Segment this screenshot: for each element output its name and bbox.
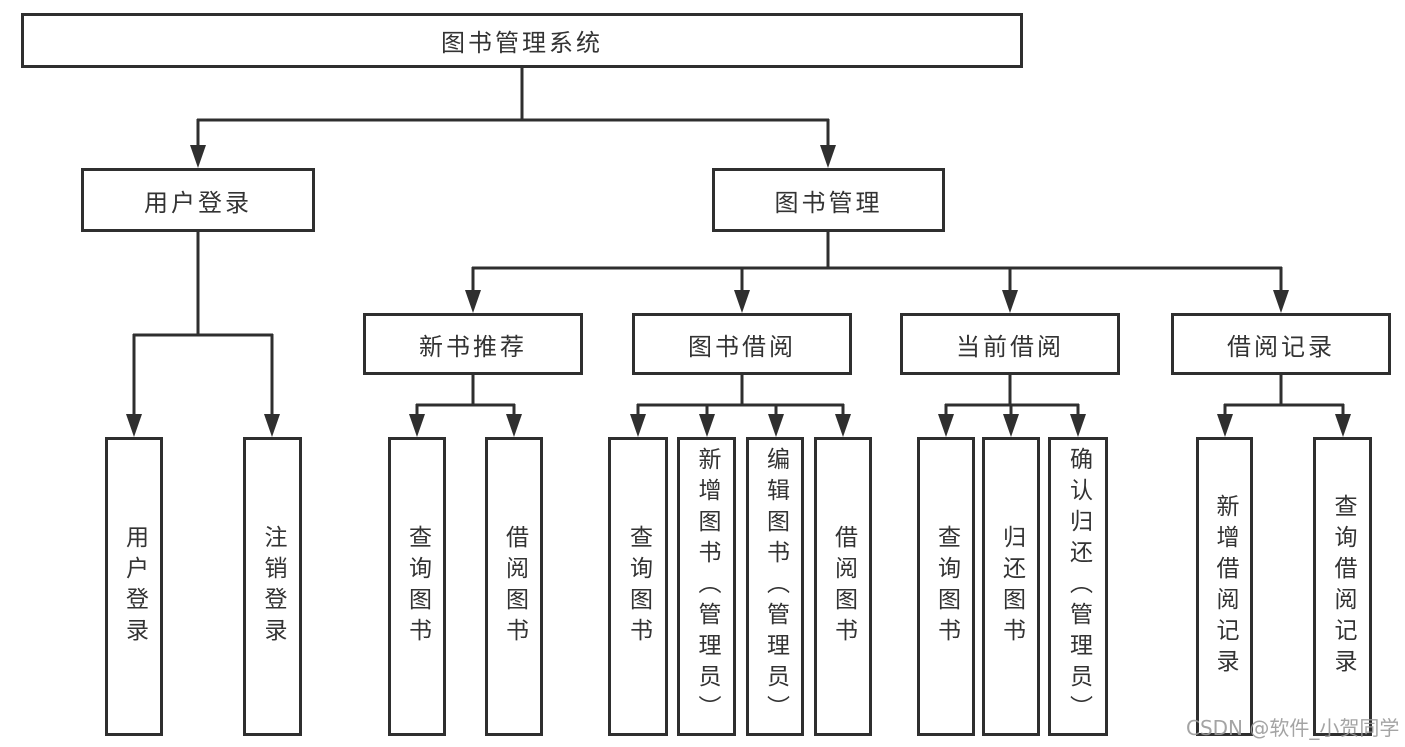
csdn-watermark: CSDN @软件_小贺同学 <box>1186 716 1400 740</box>
leaf-br-query-record: 查询借阅记录 <box>1313 437 1372 736</box>
arrowhead <box>264 414 280 437</box>
arrowheads <box>126 145 1351 437</box>
leaf-bb-query-books: 查询图书 <box>608 437 668 736</box>
arrowhead <box>190 145 206 168</box>
leaf-cb-query-books-label: 查询图书 <box>933 524 960 649</box>
leaf-logout-label: 注销登录 <box>260 524 286 649</box>
arrowhead <box>409 414 425 437</box>
leaf-bb-add-books-admin-label: 新增图书（管理员） <box>694 447 720 726</box>
node-book-borrowing: 图书借阅 <box>632 313 852 375</box>
leaf-br-add-record: 新增借阅记录 <box>1196 437 1253 736</box>
arrowhead <box>630 414 646 437</box>
leaf-cb-return-books-label: 归还图书 <box>998 524 1025 649</box>
node-new-book-recommendation: 新书推荐 <box>363 313 583 375</box>
leaf-cb-confirm-return-admin: 确认归还（管理员） <box>1048 437 1108 736</box>
arrowhead <box>938 414 954 437</box>
leaf-nbr-borrow-books: 借阅图书 <box>485 437 543 736</box>
leaf-bb-add-books-admin: 新增图书（管理员） <box>677 437 736 736</box>
arrowhead <box>1335 414 1351 437</box>
leaf-user-login-label: 用户登录 <box>121 524 148 649</box>
leaf-bb-borrow-books-label: 借阅图书 <box>830 524 857 649</box>
connector-path <box>132 68 1345 416</box>
arrowhead <box>126 414 142 437</box>
node-borrowing-records: 借阅记录 <box>1171 313 1391 375</box>
leaf-cb-confirm-return-admin-label: 确认归还（管理员） <box>1065 447 1092 726</box>
node-book-management-label: 图书管理 <box>774 188 883 217</box>
arrowhead <box>1217 414 1233 437</box>
arrowhead <box>734 290 750 313</box>
arrowhead <box>1003 414 1019 437</box>
node-user-login: 用户登录 <box>81 168 315 232</box>
leaf-nbr-query-books-label: 查询图书 <box>404 524 431 649</box>
leaf-bb-edit-books-admin-label: 编辑图书（管理员） <box>762 447 789 726</box>
arrowhead <box>1273 290 1289 313</box>
arrowhead <box>768 414 784 437</box>
arrowhead <box>835 414 851 437</box>
node-library-management-system: 图书管理系统 <box>21 13 1023 68</box>
arrowhead <box>699 414 715 437</box>
node-borrowing-records-label: 借阅记录 <box>1227 332 1335 361</box>
node-book-management: 图书管理 <box>712 168 945 232</box>
leaf-br-add-record-label: 新增借阅记录 <box>1212 493 1238 680</box>
node-current-borrowing: 当前借阅 <box>900 313 1120 375</box>
leaf-nbr-borrow-books-label: 借阅图书 <box>501 524 528 649</box>
node-user-login-label: 用户登录 <box>144 188 252 217</box>
leaf-bb-query-books-label: 查询图书 <box>625 524 652 649</box>
arrowhead <box>465 290 481 313</box>
leaf-br-query-record-label: 查询借阅记录 <box>1330 493 1356 680</box>
arrowhead <box>506 414 522 437</box>
arrowhead <box>1002 290 1018 313</box>
leaf-cb-query-books: 查询图书 <box>917 437 975 736</box>
leaf-user-login: 用户登录 <box>105 437 163 736</box>
leaf-logout: 注销登录 <box>243 437 302 736</box>
node-library-management-system-label: 图书管理系统 <box>441 29 603 57</box>
arrowhead <box>1070 414 1086 437</box>
leaf-cb-return-books: 归还图书 <box>982 437 1040 736</box>
leaf-bb-borrow-books: 借阅图书 <box>814 437 872 736</box>
node-new-book-recommendation-label: 新书推荐 <box>419 332 527 361</box>
node-book-borrowing-label: 图书借阅 <box>688 332 796 361</box>
node-current-borrowing-label: 当前借阅 <box>956 332 1064 361</box>
leaf-nbr-query-books: 查询图书 <box>388 437 446 736</box>
leaf-bb-edit-books-admin: 编辑图书（管理员） <box>746 437 804 736</box>
arrowhead <box>820 145 836 168</box>
